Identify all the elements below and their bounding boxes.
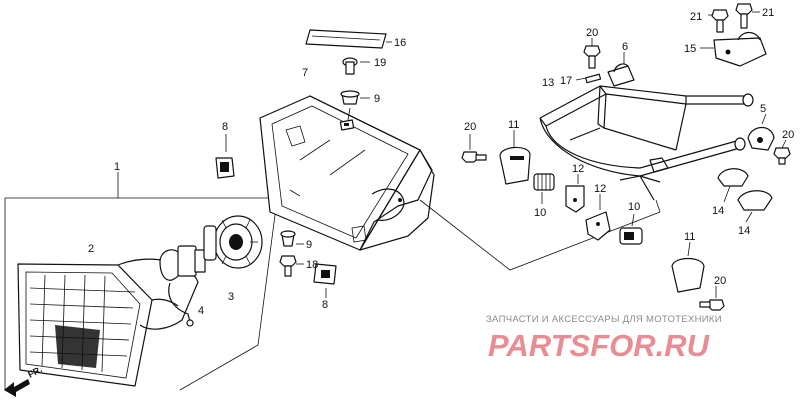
clip-11-upper xyxy=(499,130,531,185)
callout-10-lower: 10 xyxy=(628,201,640,213)
bolt-21-left xyxy=(708,9,729,33)
clip-11-lower xyxy=(671,241,705,293)
callout-19: 19 xyxy=(374,57,386,69)
nut-clip-lower xyxy=(313,263,337,298)
callout-labels: 1 2 3 4 5 6 7 8 8 9 9 10 10 11 11 12 12 … xyxy=(88,7,794,317)
callout-16: 16 xyxy=(394,37,406,49)
bulb-socket xyxy=(203,215,263,269)
callout-11-upper: 11 xyxy=(508,119,519,131)
callout-8-lower: 8 xyxy=(322,299,328,311)
trim-strip xyxy=(305,29,392,49)
callout-12-lower: 12 xyxy=(594,183,606,195)
callout-20-bottom: 20 xyxy=(714,275,726,287)
callout-7: 7 xyxy=(302,67,308,79)
bolt-20-bottom xyxy=(699,286,725,311)
callout-15: 15 xyxy=(684,43,696,55)
clamp-14-lower xyxy=(737,190,773,223)
callout-18: 18 xyxy=(306,259,318,271)
callout-20-right: 20 xyxy=(782,129,794,141)
callout-21-right: 21 xyxy=(762,7,774,19)
headlight-unit xyxy=(17,258,199,387)
callout-2: 2 xyxy=(88,243,94,255)
callout-8-upper: 8 xyxy=(222,121,228,133)
bolt-18 xyxy=(279,255,304,277)
headlight-bulb xyxy=(159,245,206,327)
callout-14-lower: 14 xyxy=(738,225,750,237)
bolt-20-left xyxy=(461,134,487,163)
callout-17: 17 xyxy=(560,75,572,87)
watermark-brand: PARTSFOR.RU xyxy=(488,328,711,363)
clamp-5 xyxy=(747,113,775,151)
clamp-6 xyxy=(607,52,635,87)
bolt-21-right xyxy=(735,3,760,29)
callout-21-left: 21 xyxy=(690,11,702,23)
callout-1: 1 xyxy=(114,161,120,173)
grommet-10-upper xyxy=(533,173,555,204)
callout-10-upper: 10 xyxy=(534,207,546,219)
callout-11-lower: 11 xyxy=(684,231,695,243)
case-screw xyxy=(342,57,370,75)
callout-9-lower: 9 xyxy=(306,239,312,251)
watermark-tagline: ЗАПЧАСТИ И АКСЕССУАРЫ ДЛЯ МОТОТЕХНИКИ xyxy=(486,314,722,325)
callout-4: 4 xyxy=(198,305,204,317)
bolt-20-right xyxy=(773,139,791,165)
callout-3: 3 xyxy=(228,291,234,303)
callout-9-upper: 9 xyxy=(374,93,380,105)
callout-13: 13 xyxy=(542,77,554,89)
callout-20-top: 20 xyxy=(586,27,598,39)
pin-17 xyxy=(575,73,602,84)
callout-6: 6 xyxy=(622,41,628,53)
headlight-case xyxy=(259,95,435,251)
clamp-14-upper xyxy=(717,168,749,203)
nut-clip-upper xyxy=(215,134,235,179)
callout-5: 5 xyxy=(760,103,766,115)
callout-12-upper: 12 xyxy=(572,163,584,175)
bolt-20-top xyxy=(583,38,601,69)
grommet-10-lower xyxy=(619,213,643,245)
cable-clamp-15 xyxy=(700,31,767,67)
callout-14-upper: 14 xyxy=(712,205,724,217)
grommet-upper xyxy=(340,90,370,121)
bracket-12-upper xyxy=(565,174,585,213)
callout-20-left: 20 xyxy=(464,121,476,133)
headlight-stay xyxy=(539,85,754,201)
grommet-lower xyxy=(280,230,304,247)
bracket-12-lower xyxy=(585,194,611,241)
front-direction-arrow-icon xyxy=(4,379,30,397)
